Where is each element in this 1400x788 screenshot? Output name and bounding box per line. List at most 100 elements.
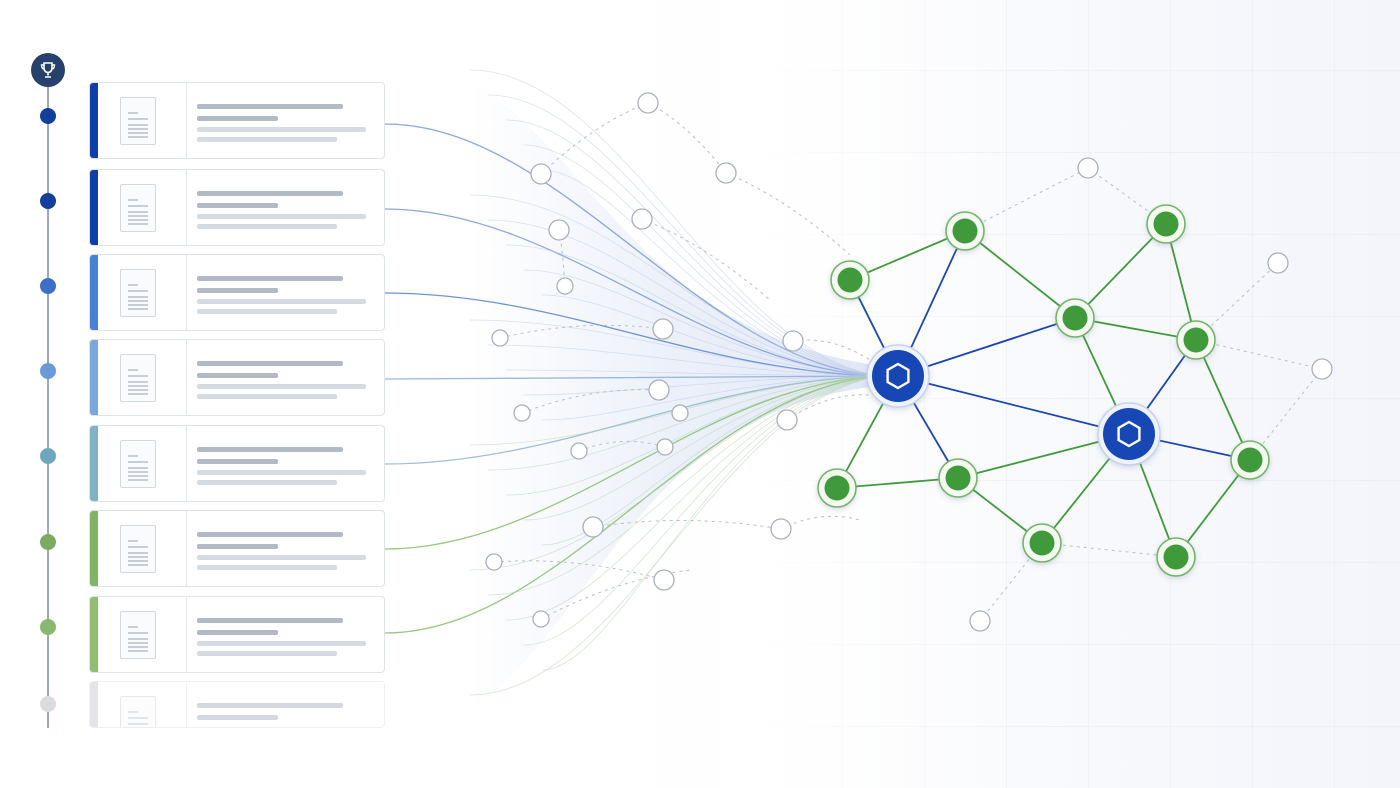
title-placeholder bbox=[197, 191, 343, 196]
outline-node bbox=[530, 163, 552, 185]
trophy-icon bbox=[40, 62, 56, 78]
flow-fiber bbox=[505, 369, 881, 377]
dashed-link bbox=[592, 520, 782, 530]
timeline-dot bbox=[40, 108, 56, 124]
outline-node bbox=[648, 379, 670, 401]
timeline-dot bbox=[40, 193, 56, 209]
timeline-dot bbox=[40, 363, 56, 379]
document-card[interactable] bbox=[89, 339, 385, 416]
flow-fiber bbox=[523, 375, 881, 521]
document-card[interactable] bbox=[89, 596, 385, 673]
document-icon bbox=[120, 97, 156, 145]
outline-node bbox=[637, 92, 659, 114]
dashed-connections bbox=[493, 102, 1323, 622]
subtitle-placeholder bbox=[197, 288, 278, 293]
text-placeholder bbox=[197, 224, 337, 229]
thumbnail bbox=[98, 170, 187, 245]
green-node bbox=[1230, 440, 1270, 480]
subtitle-placeholder bbox=[197, 459, 278, 464]
hub-node bbox=[866, 344, 930, 408]
flow-fiber bbox=[523, 269, 881, 377]
title-placeholder bbox=[197, 104, 343, 109]
text-placeholder bbox=[197, 480, 337, 485]
flow-fiber bbox=[487, 375, 881, 596]
dashed-link bbox=[641, 218, 771, 301]
card-accent bbox=[90, 170, 98, 245]
flow-fiber bbox=[469, 319, 881, 377]
outline-nodes bbox=[485, 92, 1333, 632]
text-placeholder bbox=[197, 565, 337, 570]
subtitle-placeholder bbox=[197, 715, 278, 720]
document-card[interactable] bbox=[89, 510, 385, 587]
thumbnail bbox=[98, 340, 187, 415]
dashed-link bbox=[1249, 368, 1323, 461]
subtitle-placeholder bbox=[197, 630, 278, 635]
graph-edge bbox=[1165, 223, 1197, 341]
flow-fiber bbox=[541, 375, 881, 546]
flow-fiber bbox=[505, 119, 881, 377]
graph-edge bbox=[1175, 459, 1251, 558]
card-accent bbox=[90, 83, 98, 158]
flow-fiber bbox=[505, 375, 881, 496]
subtitle-placeholder bbox=[197, 116, 278, 121]
thumbnail bbox=[98, 255, 187, 330]
flow-fiber bbox=[541, 375, 881, 421]
green-node bbox=[830, 260, 870, 300]
outline-node bbox=[715, 162, 737, 184]
flow-fiber bbox=[469, 69, 881, 377]
timeline-dot bbox=[40, 448, 56, 464]
outline-node bbox=[582, 516, 604, 538]
outline-node bbox=[1267, 252, 1289, 274]
outline-node bbox=[770, 518, 792, 540]
thumbnail bbox=[98, 83, 187, 158]
document-card[interactable] bbox=[89, 681, 385, 728]
graph-edge bbox=[1195, 339, 1251, 461]
card-accent bbox=[90, 255, 98, 330]
document-card[interactable] bbox=[89, 82, 385, 159]
dashed-link bbox=[521, 389, 660, 414]
card-accent bbox=[90, 682, 98, 727]
green-node bbox=[1156, 537, 1196, 577]
flow-fiber bbox=[505, 244, 881, 377]
document-icon bbox=[120, 269, 156, 317]
flow-curve bbox=[384, 375, 881, 465]
title-placeholder bbox=[197, 447, 343, 452]
timeline-dot bbox=[40, 278, 56, 294]
thumbnail bbox=[98, 682, 187, 727]
dashed-link bbox=[964, 167, 1089, 232]
document-card[interactable] bbox=[89, 254, 385, 331]
outline-node bbox=[513, 404, 531, 422]
outline-node bbox=[491, 329, 509, 347]
funnel-shading bbox=[470, 80, 880, 710]
text-placeholder bbox=[197, 555, 366, 560]
dashed-link bbox=[1087, 167, 1167, 225]
outline-node bbox=[532, 610, 550, 628]
dashed-link bbox=[725, 172, 851, 256]
outline-node bbox=[548, 219, 570, 241]
dashed-link bbox=[540, 569, 691, 620]
document-icon bbox=[120, 440, 156, 488]
dashed-link bbox=[493, 560, 665, 581]
text-placeholder bbox=[197, 470, 366, 475]
flow-fiber bbox=[523, 375, 881, 396]
text-placeholder bbox=[197, 641, 366, 646]
flow-fiber bbox=[469, 194, 881, 377]
text-placeholder bbox=[197, 394, 337, 399]
timeline-dot bbox=[40, 696, 56, 712]
dashed-link bbox=[1195, 339, 1323, 370]
outline-node bbox=[485, 553, 503, 571]
document-card[interactable] bbox=[89, 425, 385, 502]
hexagon-icon bbox=[886, 362, 910, 390]
text-placeholder bbox=[197, 384, 366, 389]
graph-edge bbox=[897, 375, 1130, 435]
green-node bbox=[1055, 298, 1095, 338]
text-placeholder bbox=[197, 214, 366, 219]
green-node bbox=[938, 458, 978, 498]
green-nodes bbox=[817, 204, 1270, 577]
card-accent bbox=[90, 340, 98, 415]
title-placeholder bbox=[197, 361, 343, 366]
document-card[interactable] bbox=[89, 169, 385, 246]
document-icon bbox=[120, 696, 156, 727]
timeline-dot bbox=[40, 534, 56, 550]
hexagon-icon bbox=[1117, 420, 1141, 448]
